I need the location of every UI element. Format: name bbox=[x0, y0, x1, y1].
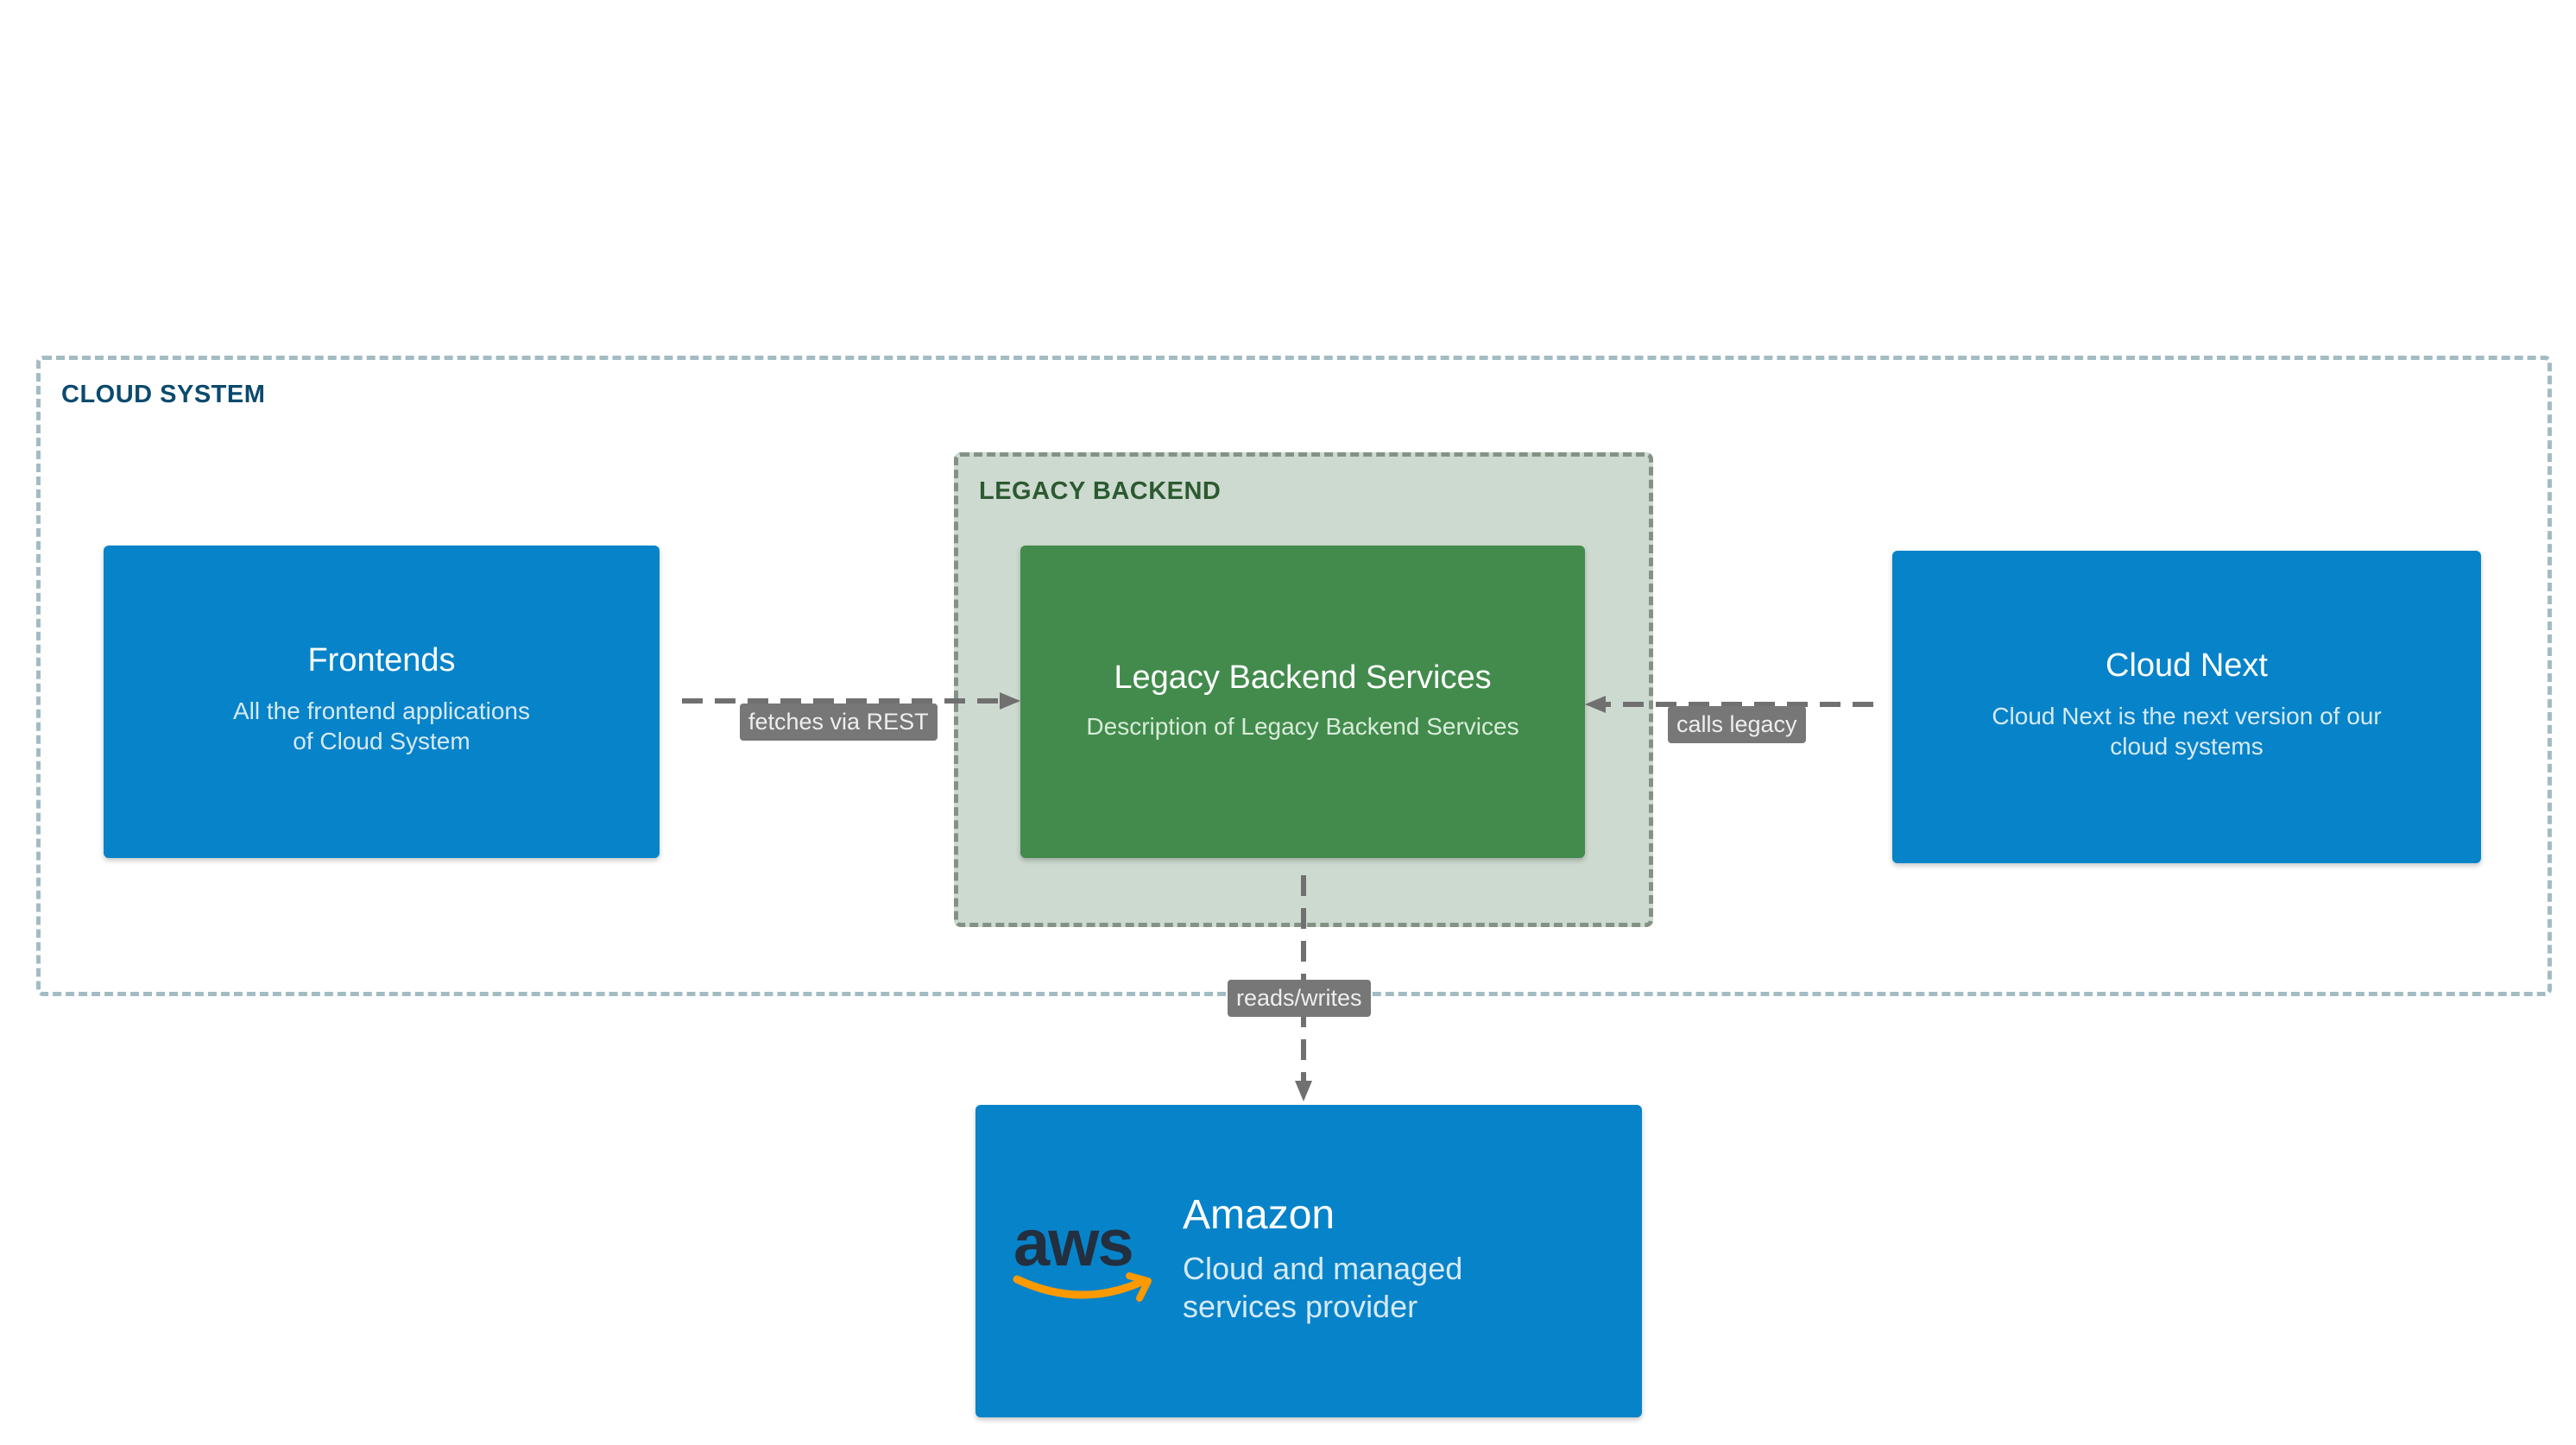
arrowhead-frontends-to-legacy bbox=[1000, 692, 1020, 710]
svg-text:aws: aws bbox=[1013, 1212, 1133, 1280]
aws-logo-icon: aws bbox=[1013, 1212, 1152, 1302]
legacy-backend-services-node[interactable]: Legacy Backend Services Description of L… bbox=[1020, 546, 1585, 858]
legacy-backend-services-description: Description of Legacy Backend Services bbox=[1086, 713, 1519, 740]
cloud-next-node[interactable]: Cloud Next Cloud Next is the next versio… bbox=[1892, 551, 2481, 863]
arrowhead-cloud-next-to-legacy bbox=[1585, 696, 1606, 713]
frontends-title: Frontends bbox=[307, 642, 456, 678]
edge-label-reads: reads/writes bbox=[1228, 980, 1371, 1017]
legacy-backend-label: LEGACY BACKEND bbox=[979, 477, 1222, 505]
cloud-system-label: CLOUD SYSTEM bbox=[61, 381, 266, 408]
amazon-node[interactable]: aws Amazon Cloud and managed services pr… bbox=[975, 1105, 1642, 1417]
arrowhead-legacy-to-amazon bbox=[1295, 1081, 1312, 1101]
frontends-description: All the frontend applications of Cloud S… bbox=[233, 697, 530, 754]
cloud-next-description: Cloud Next is the next version of our cl… bbox=[1992, 703, 2382, 760]
legacy-backend-services-title: Legacy Backend Services bbox=[1114, 659, 1492, 696]
edge-label-calls: calls legacy bbox=[1668, 706, 1806, 743]
frontends-node[interactable]: Frontends All the frontend applications … bbox=[104, 546, 660, 858]
amazon-title: Amazon bbox=[1183, 1192, 1335, 1238]
amazon-description: Cloud and managed services provider bbox=[1183, 1251, 1463, 1324]
cloud-next-title: Cloud Next bbox=[2106, 647, 2268, 684]
edge-label-fetches: fetches via REST bbox=[740, 704, 938, 741]
